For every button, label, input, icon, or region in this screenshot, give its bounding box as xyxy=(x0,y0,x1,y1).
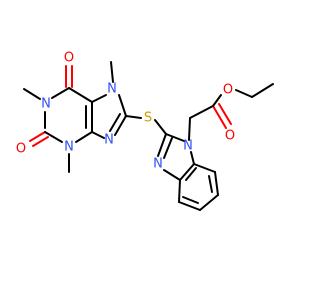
bond-n7-me xyxy=(110,61,114,83)
atom-n3: N xyxy=(64,140,74,155)
atom-o-c6: O xyxy=(64,51,74,66)
bond-c8-n9 xyxy=(114,115,127,136)
atom-bzi-n3: N xyxy=(153,157,163,172)
bond-c2-n3 xyxy=(157,133,167,157)
bond-oester-ch2 xyxy=(235,89,253,98)
bond-c8-s xyxy=(125,115,142,119)
xanthine-core xyxy=(23,61,142,173)
bond-c2-n3 xyxy=(44,131,63,143)
bond-n3-c3a xyxy=(163,169,181,181)
ester-chain xyxy=(189,83,274,129)
atom-o-carbonyl: O xyxy=(225,129,235,144)
bond-c8-n9-inner xyxy=(109,113,121,132)
bond-benz-2-inner xyxy=(208,175,213,193)
bond-c2-o xyxy=(29,131,46,142)
bond-c2-o-double xyxy=(32,136,49,147)
atom-n9: N xyxy=(104,133,114,148)
bond-benz-6-inner xyxy=(185,167,197,181)
bond-n7-c8 xyxy=(118,94,127,117)
bond-ch2-ch3 xyxy=(251,83,274,98)
bond-n1-me xyxy=(23,88,41,100)
atom-bzi-n1: N xyxy=(183,139,193,154)
atom-n7: N xyxy=(107,82,117,97)
bond-c2-n1 xyxy=(165,133,185,142)
bond-c7a-n1 xyxy=(190,151,195,165)
bond-benz-3 xyxy=(199,194,219,211)
atom-labels: O N O N N N S N N O O xyxy=(16,51,235,172)
bond-c2-n3-inner xyxy=(163,137,173,159)
bond-co-o xyxy=(212,105,227,129)
bond-benz-4-inner xyxy=(182,196,199,204)
bond-c5-c6 xyxy=(68,87,93,103)
atom-o-ester: O xyxy=(223,83,233,98)
atom-o-c2: O xyxy=(16,142,26,157)
bond-n3-c4 xyxy=(75,131,93,143)
bond-c3a-c7a xyxy=(179,163,195,181)
bond-benz-1 xyxy=(193,163,216,173)
bond-c5-n7 xyxy=(91,94,107,103)
bond-benz-4 xyxy=(178,201,201,211)
bond-c-oester xyxy=(212,94,222,107)
bond-n1-ch2 xyxy=(188,117,191,141)
bond-s-c2 xyxy=(154,119,167,135)
bond-benz-5 xyxy=(178,179,181,203)
bond-n9-c4 xyxy=(91,131,105,139)
molecule-structure: O N O N N N S N N O O xyxy=(16,51,274,211)
bond-benz-2 xyxy=(214,171,219,196)
bond-ch2-co xyxy=(189,105,214,119)
bond-c6-n1 xyxy=(51,87,70,99)
atom-s: S xyxy=(144,111,152,126)
atom-n1: N xyxy=(41,97,51,112)
benzimidazole xyxy=(154,117,219,211)
bond-co-o-double xyxy=(218,103,232,125)
